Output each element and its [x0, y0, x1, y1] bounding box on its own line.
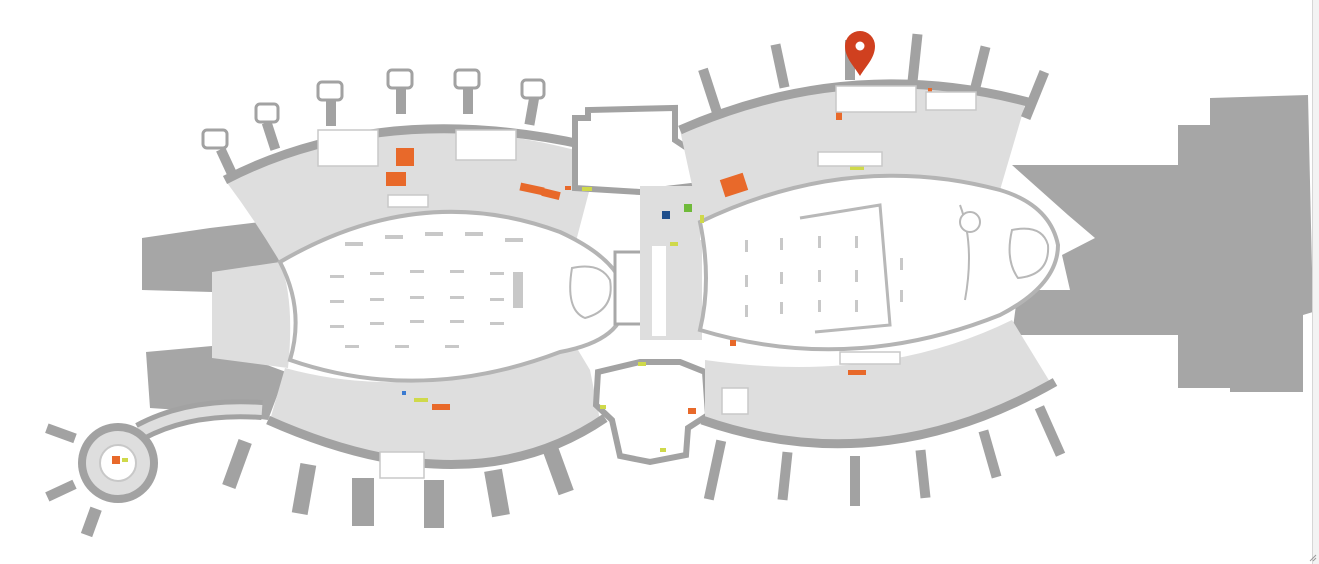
west-hall-grid	[330, 232, 523, 348]
satellite-retail	[112, 456, 120, 464]
amenity[interactable]	[850, 166, 864, 170]
amenity[interactable]	[638, 362, 646, 366]
shop[interactable]	[519, 182, 545, 196]
shop[interactable]	[836, 112, 842, 120]
east-lower-wall	[700, 378, 1058, 449]
apron-east	[1012, 95, 1313, 392]
service-point-blue[interactable]	[402, 391, 406, 395]
west-hall-loop	[569, 265, 612, 320]
satellite-gates	[45, 423, 102, 538]
west-lower-wall	[266, 414, 608, 469]
service-point-blue[interactable]	[662, 211, 670, 219]
amenity[interactable]	[414, 398, 428, 402]
shop[interactable]	[928, 88, 932, 93]
shop[interactable]	[386, 172, 406, 186]
location-pin-icon[interactable]	[845, 31, 875, 76]
central-spine-hall	[640, 240, 702, 340]
service-point-green[interactable]	[684, 204, 692, 212]
west-upper-wall	[222, 124, 586, 184]
west-lower-pier	[270, 345, 600, 463]
viewport-edge	[1312, 0, 1319, 564]
east-hall-round	[959, 211, 981, 233]
central-north-block	[572, 104, 704, 196]
shop[interactable]	[432, 404, 450, 410]
east-lower-pier	[705, 320, 1050, 443]
east-hall-grid	[745, 236, 903, 317]
shop[interactable]	[565, 186, 571, 190]
amenity[interactable]	[660, 448, 666, 452]
east-hall-loop	[1008, 227, 1050, 280]
shop[interactable]	[730, 340, 736, 346]
interior-rooms	[317, 85, 977, 479]
amenity[interactable]	[582, 187, 592, 191]
gate-heads-west-upper	[201, 68, 546, 150]
shop[interactable]	[688, 408, 696, 414]
satellite-bridge-inner	[137, 404, 263, 437]
amenity[interactable]	[700, 215, 704, 223]
shop[interactable]	[541, 187, 561, 201]
amenity[interactable]	[670, 242, 678, 246]
shop[interactable]	[848, 370, 866, 375]
east-hall-curve	[959, 204, 970, 301]
services[interactable]	[402, 204, 692, 395]
shop[interactable]	[396, 148, 414, 166]
amenity[interactable]	[600, 405, 606, 409]
satellite-pier[interactable]	[45, 399, 263, 538]
resize-grip-icon[interactable]	[1309, 554, 1317, 562]
satellite-amenity	[122, 458, 128, 462]
east-hall-frame	[799, 203, 892, 334]
west-hub	[212, 262, 291, 368]
shop[interactable]	[719, 172, 749, 198]
gates-west-lower	[222, 439, 574, 528]
west-connector	[613, 250, 645, 326]
central-spine-core	[652, 246, 666, 336]
gates-east-lower	[703, 405, 1066, 506]
west-hall-block	[513, 272, 523, 308]
east-open-hall	[697, 173, 1061, 352]
central-south-block	[592, 359, 712, 466]
central-spine[interactable]	[572, 104, 712, 466]
east-concourse[interactable]	[678, 79, 1061, 449]
gates-west-upper	[216, 86, 540, 179]
